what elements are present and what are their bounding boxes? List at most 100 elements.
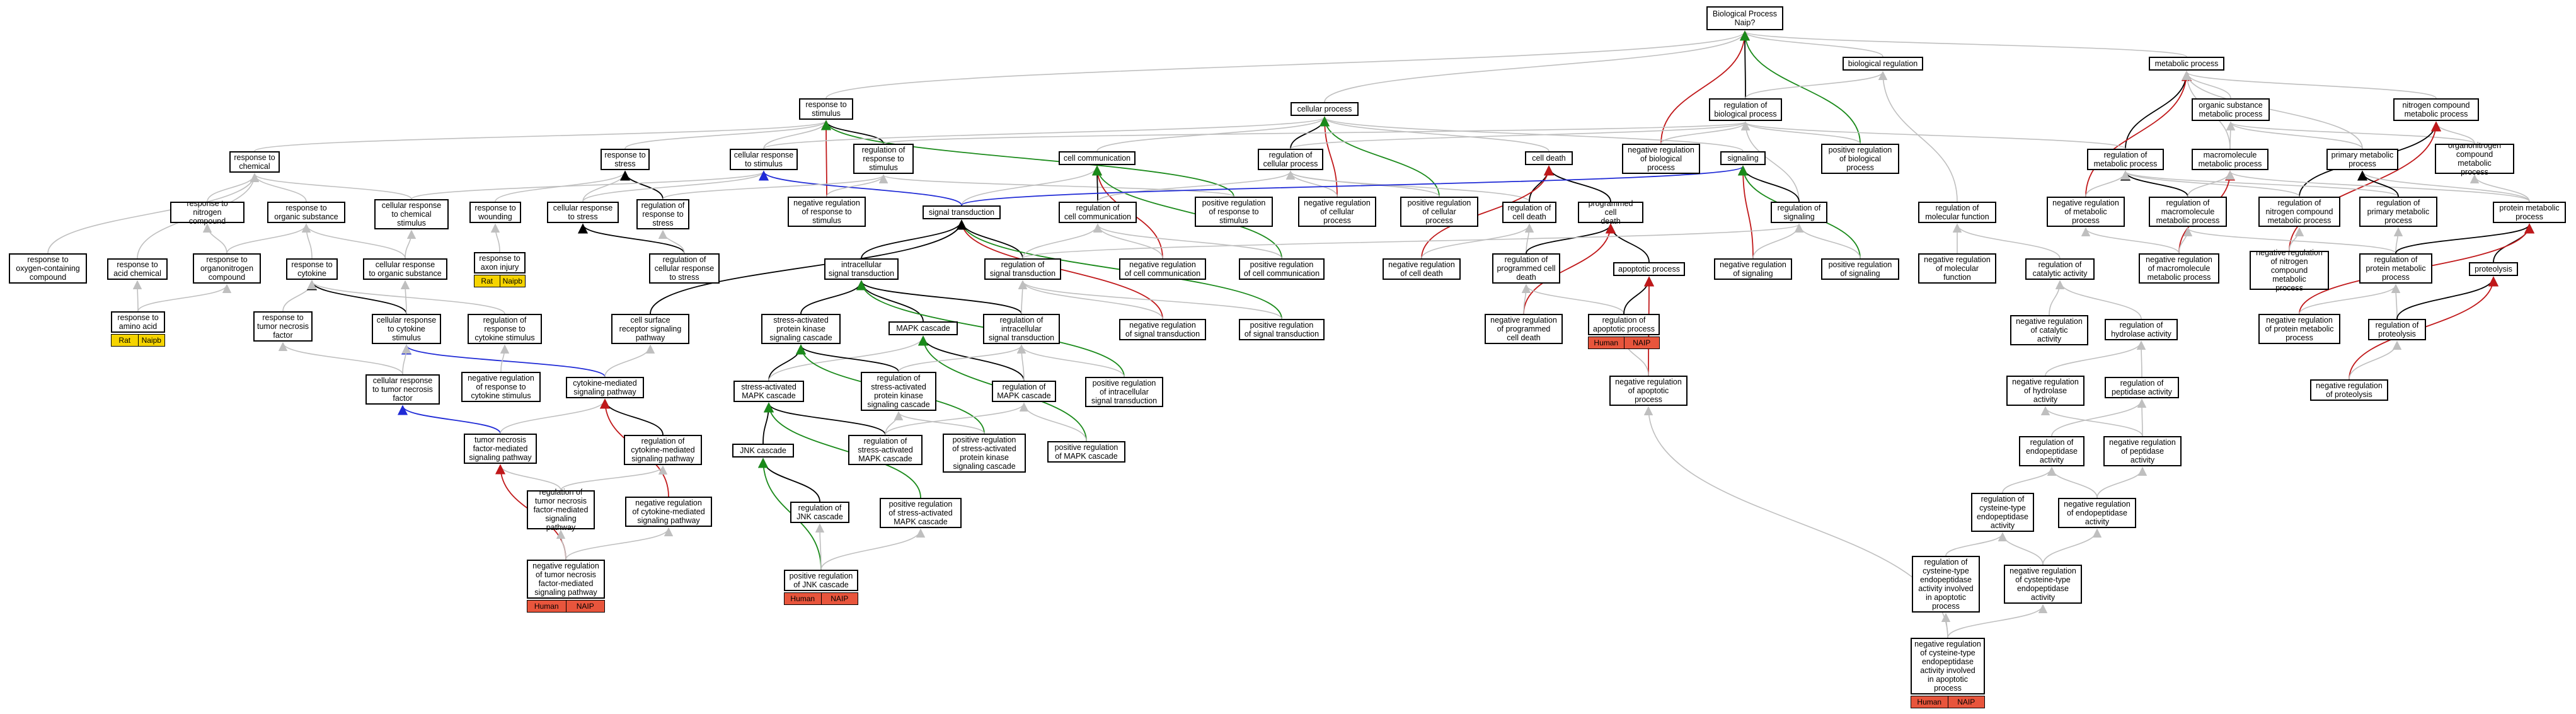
badge-naipb[interactable]: Naipb (500, 275, 525, 287)
node-negative-regulation-of-cysteine-type-endopeptidase-activity[interactable]: negative regulation of cysteine-type end… (2004, 565, 2082, 604)
node-positive-regulation-of-signal-transduction[interactable]: positive regulation of signal transducti… (1239, 319, 1325, 340)
badge-human[interactable]: Human (1911, 696, 1948, 708)
node-regulation-of-intracellular-signal-transduction[interactable]: regulation of intracellular signal trans… (983, 314, 1060, 344)
node-positive-regulation-of-mapk-cascade[interactable]: positive regulation of MAPK cascade (1047, 441, 1125, 463)
node-regulation-of-cell-communication[interactable]: regulation of cell communication (1059, 202, 1137, 223)
node-tumor-necrosis-factor-mediated-signaling-pathway[interactable]: tumor necrosis factor-mediated signaling… (464, 434, 537, 464)
node-negative-regulation-of-programmed-cell-death[interactable]: negative regulation of programmed cell d… (1485, 314, 1563, 344)
node-negative-regulation-of-cellular-process[interactable]: negative regulation of cellular process (1298, 197, 1376, 227)
node-regulation-of-cytokine-mediated-signaling-pathway[interactable]: regulation of cytokine-mediated signalin… (624, 435, 702, 465)
node-cellular-response-to-chemical-stimulus[interactable]: cellular response to chemical stimulus (374, 199, 449, 229)
node-regulation-of-metabolic-process[interactable]: regulation of metabolic process (2087, 149, 2164, 170)
node-positive-regulation-of-biological-process[interactable]: positive regulation of biological proces… (1821, 144, 1899, 174)
node-negative-regulation-of-cell-communication[interactable]: negative regulation of cell communicatio… (1119, 258, 1206, 280)
node-negative-regulation-of-hydrolase-activity[interactable]: negative regulation of hydrolase activit… (2006, 376, 2084, 406)
node-regulation-of-cell-death[interactable]: regulation of cell death (1502, 202, 1556, 223)
node-regulation-of-response-to-stress[interactable]: regulation of response to stress (636, 199, 689, 229)
node-cytokine-mediated-signaling-pathway[interactable]: cytokine-mediated signaling pathway (566, 377, 644, 398)
node-signal-transduction[interactable]: signal transduction (923, 205, 1001, 219)
node-negative-regulation-of-response-to-cytokine-stimulus[interactable]: negative regulation of response to cytok… (461, 372, 541, 402)
node-regulation-of-stress-activated-mapk-cascade[interactable]: regulation of stress-activated MAPK casc… (848, 435, 923, 465)
node-regulation-of-proteolysis[interactable]: regulation of proteolysis (2368, 319, 2426, 340)
badge-naip[interactable]: NAIP (1948, 696, 1984, 708)
node-biological-regulation[interactable]: biological regulation (1843, 57, 1923, 71)
node-stress-activated-mapk-cascade[interactable]: stress-activated MAPK cascade (733, 381, 804, 402)
node-regulation-of-molecular-function[interactable]: regulation of molecular function (1918, 202, 1996, 223)
badge-human[interactable]: Human (527, 601, 566, 612)
node-macromolecule-metabolic-process[interactable]: macromolecule metabolic process (2192, 149, 2268, 170)
badge-naipb[interactable]: Naipb (138, 335, 164, 346)
node-nitrogen-compound-metabolic-process[interactable]: nitrogen compound metabolic process (2393, 98, 2479, 121)
node-negative-regulation-of-cytokine-mediated-signaling-pathway[interactable]: negative regulation of cytokine-mediated… (625, 497, 712, 527)
badge-human[interactable]: Human (1589, 337, 1624, 348)
node-signaling[interactable]: signaling (1720, 151, 1766, 165)
node-negative-regulation-of-macromolecule-metabolic-process[interactable]: negative regulation of macromolecule met… (2139, 253, 2219, 284)
node-response-to-stress[interactable]: response to stress (601, 149, 650, 170)
node-positive-regulation-of-jnk-cascade[interactable]: positive regulation of JNK cascade (784, 570, 858, 591)
node-response-to-acid-chemical[interactable]: response to acid chemical (107, 258, 168, 280)
node-regulation-of-mapk-cascade[interactable]: regulation of MAPK cascade (992, 381, 1056, 402)
node-regulation-of-nitrogen-compound-metabolic-process[interactable]: regulation of nitrogen compound metaboli… (2258, 197, 2340, 227)
node-response-to-organonitrogen-compound[interactable]: response to organonitrogen compound (193, 253, 261, 284)
node-response-to-amino-acid[interactable]: response to amino acid (111, 311, 165, 333)
node-positive-regulation-of-signaling[interactable]: positive regulation of signaling (1821, 258, 1899, 280)
node-biological-process[interactable]: Biological Process Naip? (1706, 6, 1783, 30)
badge-naip[interactable]: NAIP (1624, 337, 1659, 348)
node-positive-regulation-of-intracellular-signal-transduction[interactable]: positive regulation of intracellular sig… (1085, 377, 1163, 407)
node-cellular-response-to-cytokine-stimulus[interactable]: cellular response to cytokine stimulus (372, 314, 441, 344)
node-response-to-oxygen-containing-compound[interactable]: response to oxygen-containing compound (9, 253, 87, 284)
node-proteolysis[interactable]: proteolysis (2469, 262, 2518, 276)
node-organic-substance-metabolic-process[interactable]: organic substance metabolic process (2192, 98, 2270, 121)
node-apoptotic-process[interactable]: apoptotic process (1613, 262, 1685, 276)
node-regulation-of-signaling[interactable]: regulation of signaling (1771, 202, 1827, 223)
node-negative-regulation-of-cell-death[interactable]: negative regulation of cell death (1383, 258, 1461, 280)
node-response-to-chemical[interactable]: response to chemical (229, 151, 280, 173)
node-regulation-of-stress-activated-protein-kinase-signaling-cascade[interactable]: regulation of stress-activated protein k… (861, 372, 936, 411)
node-stress-activated-protein-kinase-signaling-cascade[interactable]: stress-activated protein kinase signalin… (761, 314, 841, 344)
node-positive-regulation-of-stress-activated-mapk-cascade[interactable]: positive regulation of stress-activated … (880, 498, 962, 528)
node-positive-regulation-of-cell-communication[interactable]: positive regulation of cell communicatio… (1239, 258, 1325, 280)
node-cellular-response-to-stress[interactable]: cellular response to stress (547, 202, 619, 223)
node-cell-communication[interactable]: cell communication (1059, 151, 1136, 165)
node-regulation-of-cellular-process[interactable]: regulation of cellular process (1258, 149, 1323, 170)
node-regulation-of-protein-metabolic-process[interactable]: regulation of protein metabolic process (2359, 253, 2432, 284)
node-cellular-process[interactable]: cellular process (1291, 102, 1359, 116)
node-regulation-of-catalytic-activity[interactable]: regulation of catalytic activity (2025, 258, 2095, 280)
node-organonitrogen-compound-metabolic-process[interactable]: organonitrogen compound metabolic proces… (2435, 141, 2514, 176)
node-jnk-cascade[interactable]: JNK cascade (732, 444, 794, 458)
node-negative-regulation-of-apoptotic-process[interactable]: negative regulation of apoptotic process (1609, 376, 1688, 406)
badge-naip[interactable]: NAIP (821, 593, 858, 604)
node-negative-regulation-of-protein-metabolic-process[interactable]: negative regulation of protein metabolic… (2258, 314, 2340, 344)
badge-human[interactable]: Human (785, 593, 822, 604)
node-cellular-response-to-tumor-necrosis-factor[interactable]: cellular response to tumor necrosis fact… (365, 374, 440, 405)
node-protein-metabolic-process[interactable]: protein metabolic process (2493, 202, 2566, 223)
node-programmed-cell-death[interactable]: programmed cell death (1578, 199, 1643, 226)
node-negative-regulation-of-signaling[interactable]: negative regulation of signaling (1714, 258, 1792, 280)
node-negative-regulation-of-catalytic-activity[interactable]: negative regulation of catalytic activit… (2010, 315, 2088, 345)
node-primary-metabolic-process[interactable]: primary metabolic process (2326, 149, 2398, 170)
node-intracellular-signal-transduction[interactable]: intracellular signal transduction (824, 258, 899, 280)
node-response-to-wounding[interactable]: response to wounding (469, 202, 521, 223)
node-regulation-of-peptidase-activity[interactable]: regulation of peptidase activity (2105, 377, 2179, 398)
node-negative-regulation-of-response-to-stimulus[interactable]: negative regulation of response to stimu… (788, 197, 866, 227)
node-regulation-of-jnk-cascade[interactable]: regulation of JNK cascade (790, 502, 849, 523)
node-response-to-axon-injury[interactable]: response to axon injury (474, 252, 526, 274)
node-negative-regulation-of-molecular-function[interactable]: negative regulation of molecular functio… (1918, 253, 1996, 284)
node-negative-regulation-of-peptidase-activity[interactable]: negative regulation of peptidase activit… (2103, 436, 2182, 466)
node-regulation-of-apoptotic-process[interactable]: regulation of apoptotic process (1588, 314, 1660, 335)
node-mapk-cascade[interactable]: MAPK cascade (888, 321, 958, 335)
node-cell-death[interactable]: cell death (1525, 151, 1573, 165)
node-regulation-of-primary-metabolic-process[interactable]: regulation of primary metabolic process (2359, 197, 2437, 227)
node-response-to-nitrogen-compound[interactable]: response to nitrogen compound (170, 199, 244, 226)
node-cellular-response-to-organic-substance[interactable]: cellular response to organic substance (363, 258, 447, 280)
node-response-to-tumor-necrosis-factor[interactable]: response to tumor necrosis factor (253, 311, 313, 342)
badge-rat[interactable]: Rat (474, 275, 500, 287)
node-regulation-of-biological-process[interactable]: regulation of biological process (1709, 98, 1782, 121)
node-regulation-of-cysteine-type-endopeptidase-activity[interactable]: regulation of cysteine-type endopeptidas… (1971, 493, 2034, 532)
node-regulation-of-cysteine-type-endopeptidase-activity-involved-in-apoptotic-process[interactable]: regulation of cysteine-type endopeptidas… (1912, 556, 1980, 613)
node-positive-regulation-of-cellular-process[interactable]: positive regulation of cellular process (1400, 197, 1478, 227)
badge-naip[interactable]: NAIP (566, 601, 604, 612)
node-regulation-of-endopeptidase-activity[interactable]: regulation of endopeptidase activity (2019, 436, 2084, 466)
node-positive-regulation-of-response-to-stimulus[interactable]: positive regulation of response to stimu… (1195, 197, 1273, 227)
node-regulation-of-tumor-necrosis-factor-mediated-signaling-pathway[interactable]: regulation of tumor necrosis factor-medi… (527, 488, 595, 532)
